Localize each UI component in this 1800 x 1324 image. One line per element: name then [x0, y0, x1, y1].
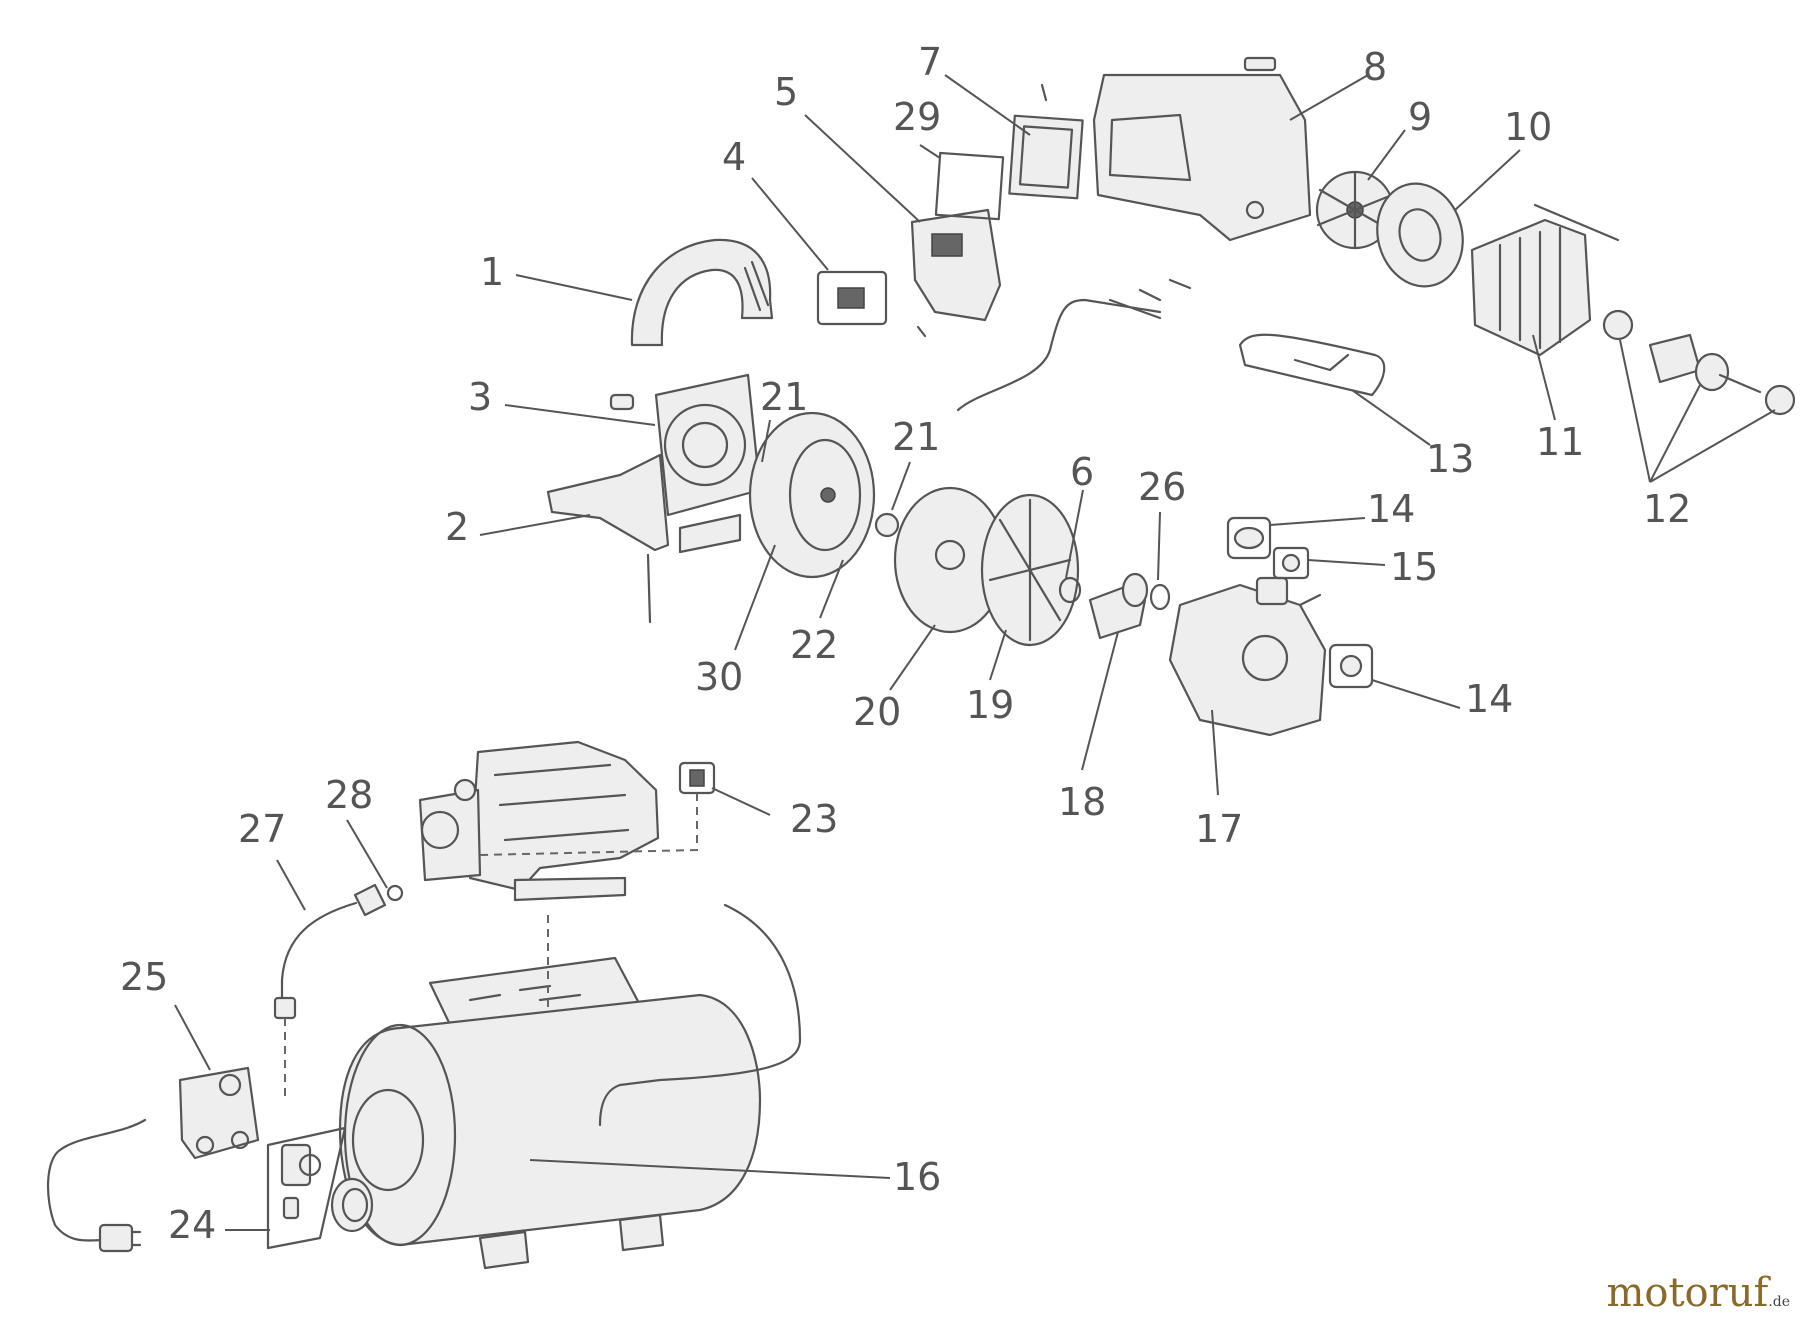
part-pump-casing — [1168, 576, 1327, 737]
callout-9: 9 — [1408, 95, 1432, 139]
callout-3: 3 — [468, 375, 492, 419]
leader-lines — [174, 74, 1776, 1231]
part-flexible-hose — [280, 901, 358, 1002]
watermark-main: motoruf — [1606, 1270, 1769, 1316]
part-plug — [1328, 643, 1374, 689]
part-cable — [956, 298, 1162, 412]
callout-28: 28 — [325, 773, 373, 817]
part-mains-plug — [98, 1223, 142, 1253]
callout-4: 4 — [722, 135, 746, 179]
callout-21: 21 — [892, 415, 940, 459]
part-power-cord — [47, 1118, 147, 1242]
callout-7: 7 — [918, 40, 942, 84]
callout-15: 15 — [1390, 545, 1438, 589]
callout-17: 17 — [1195, 807, 1243, 851]
part-five-way-connector — [266, 1126, 347, 1250]
part-plug — [1226, 516, 1272, 560]
part-drain-screw — [1272, 546, 1310, 580]
callout-24: 24 — [168, 1203, 216, 1247]
watermark-ext: .de — [1768, 1294, 1790, 1310]
callout-14: 14 — [1465, 677, 1513, 721]
callout-5: 5 — [774, 70, 798, 114]
part-bushing — [874, 512, 900, 538]
callout-16: 16 — [893, 1155, 941, 1199]
part-fan-cover — [630, 238, 774, 347]
part-terminal-cover — [1008, 83, 1084, 200]
part-terminal-box — [910, 208, 1002, 338]
assembled-pump-unit — [418, 740, 660, 902]
callout-23: 23 — [790, 797, 838, 841]
part-gasket — [934, 151, 1005, 221]
callout-2: 2 — [445, 505, 469, 549]
callout-19: 19 — [966, 683, 1014, 727]
part-end-shield — [1376, 182, 1464, 288]
part-pressure-tank — [338, 993, 762, 1270]
callout-21: 21 — [760, 375, 808, 419]
part-hose-fitting — [353, 883, 404, 917]
part-diffuser-housing — [748, 411, 876, 579]
part-switch — [816, 270, 888, 326]
part-pressure-gauge — [330, 1177, 374, 1233]
callout-22: 22 — [790, 623, 838, 667]
part-ejector — [1088, 572, 1149, 640]
part-data-plate — [1238, 333, 1386, 397]
part-cable-terminals — [1108, 278, 1192, 320]
callout-30: 30 — [695, 655, 743, 699]
part-impeller — [980, 493, 1080, 647]
callout-1: 1 — [480, 250, 504, 294]
callout-27: 27 — [238, 807, 286, 851]
callout-6: 6 — [1070, 450, 1094, 494]
part-o-ring — [1149, 583, 1171, 611]
callout-18: 18 — [1058, 780, 1106, 824]
callout-10: 10 — [1504, 105, 1552, 149]
part-pressure-switch — [178, 1066, 260, 1160]
callout-12: 12 — [1643, 487, 1691, 531]
callout-20: 20 — [853, 690, 901, 734]
callout-13: 13 — [1426, 437, 1474, 481]
callout-labels: 1 2 3 4 5 6 7 8 9 10 11 12 13 14 15 14 1… — [120, 40, 1691, 1247]
part-o-ring — [1058, 576, 1082, 604]
part-hose-nut — [273, 996, 297, 1020]
callout-29: 29 — [893, 95, 941, 139]
part-base-bracket — [546, 453, 742, 624]
callout-25: 25 — [120, 955, 168, 999]
callout-26: 26 — [1138, 465, 1186, 509]
part-rotor-bearings — [1602, 309, 1796, 416]
part-fill-plug — [678, 761, 716, 795]
part-pressure-cable — [598, 903, 802, 1127]
callout-11: 11 — [1536, 420, 1584, 464]
motoruf-watermark: motoruf.de — [1606, 1270, 1790, 1316]
part-motor-housing — [1092, 56, 1312, 242]
callout-14: 14 — [1367, 487, 1415, 531]
callout-8: 8 — [1363, 45, 1387, 89]
part-stator — [1470, 203, 1620, 357]
